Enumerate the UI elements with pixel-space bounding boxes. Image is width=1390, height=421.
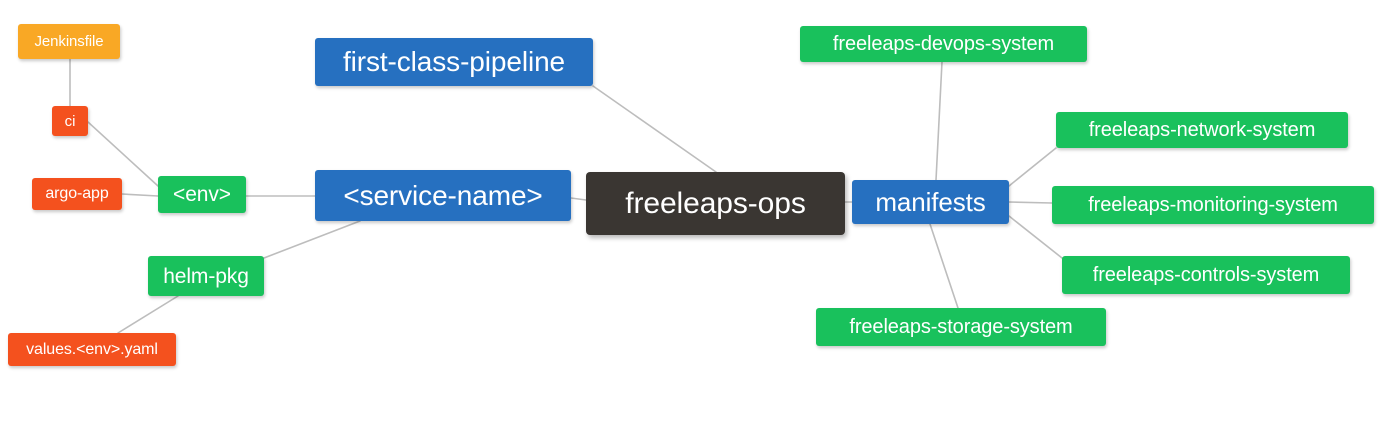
node-env[interactable]: <env>	[158, 176, 246, 213]
node-freeleaps-network-system[interactable]: freeleaps-network-system	[1056, 112, 1348, 148]
node-argo-app[interactable]: argo-app	[32, 178, 122, 210]
node-first-class-pipeline[interactable]: first-class-pipeline	[315, 38, 593, 86]
node-freeleaps-ops[interactable]: freeleaps-ops	[586, 172, 845, 235]
node-ci[interactable]: ci	[52, 106, 88, 136]
node-values-env-yaml[interactable]: values.<env>.yaml	[8, 333, 176, 366]
node-freeleaps-devops-system[interactable]: freeleaps-devops-system	[800, 26, 1087, 62]
node-helm-pkg[interactable]: helm-pkg	[148, 256, 264, 296]
node-manifests[interactable]: manifests	[852, 180, 1009, 224]
node-freeleaps-monitoring-system[interactable]: freeleaps-monitoring-system	[1052, 186, 1374, 224]
node-service-name[interactable]: <service-name>	[315, 170, 571, 221]
node-freeleaps-controls-system[interactable]: freeleaps-controls-system	[1062, 256, 1350, 294]
node-freeleaps-storage-system[interactable]: freeleaps-storage-system	[816, 308, 1106, 346]
node-jenkinsfile[interactable]: Jenkinsfile	[18, 24, 120, 59]
